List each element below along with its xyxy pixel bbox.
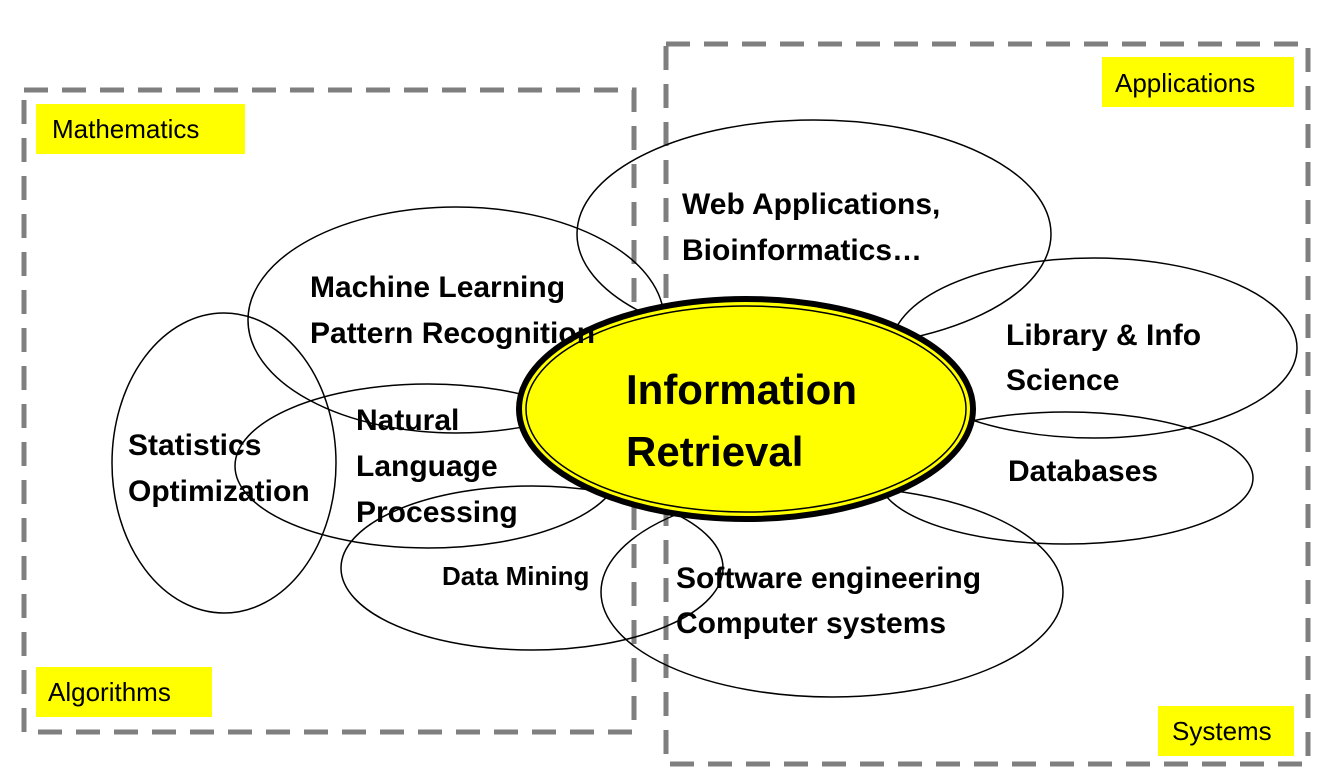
nlp-label-line2: Language <box>356 450 498 483</box>
machine-learning-label-line2: Pattern Recognition <box>310 317 595 350</box>
algorithms-tag-bg <box>36 667 212 717</box>
nlp-label-line1: Natural <box>356 404 459 437</box>
nlp-label-line3: Processing <box>356 496 518 529</box>
machine-learning-label-line1: Machine Learning <box>310 271 565 304</box>
applications-tag-bg <box>1102 57 1294 107</box>
mathematics-tag-bg <box>36 104 245 154</box>
information-retrieval-label-line1: Information <box>626 366 857 413</box>
statistics-label-line2: Optimization <box>128 475 310 508</box>
algorithms-tag: Algorithms <box>48 677 171 707</box>
web-applications-label-line1: Web Applications, <box>682 188 940 221</box>
statistics-label-line1: Statistics <box>128 429 261 462</box>
data-mining-label: Data Mining <box>442 561 589 591</box>
databases-label: Databases <box>1008 455 1158 488</box>
systems-tag: Systems <box>1172 716 1272 746</box>
applications-tag: Applications <box>1115 68 1255 98</box>
information-retrieval-oval <box>516 296 976 522</box>
web-applications-label-line2: Bioinformatics… <box>682 234 922 267</box>
data-mining-oval <box>340 485 724 651</box>
software-engineering-label-line2: Computer systems <box>676 607 946 640</box>
mathematics-tag: Mathematics <box>52 114 199 144</box>
systems-tag-bg <box>1158 706 1294 756</box>
information-retrieval-label-line2: Retrieval <box>626 428 803 475</box>
software-engineering-label-line1: Software engineering <box>676 562 981 595</box>
information-retrieval-oval-inner-ring <box>525 305 967 513</box>
statistics-oval <box>111 312 337 614</box>
library-info-label-line2: Science <box>1006 364 1119 397</box>
library-info-label-line1: Library & Info <box>1006 319 1201 352</box>
